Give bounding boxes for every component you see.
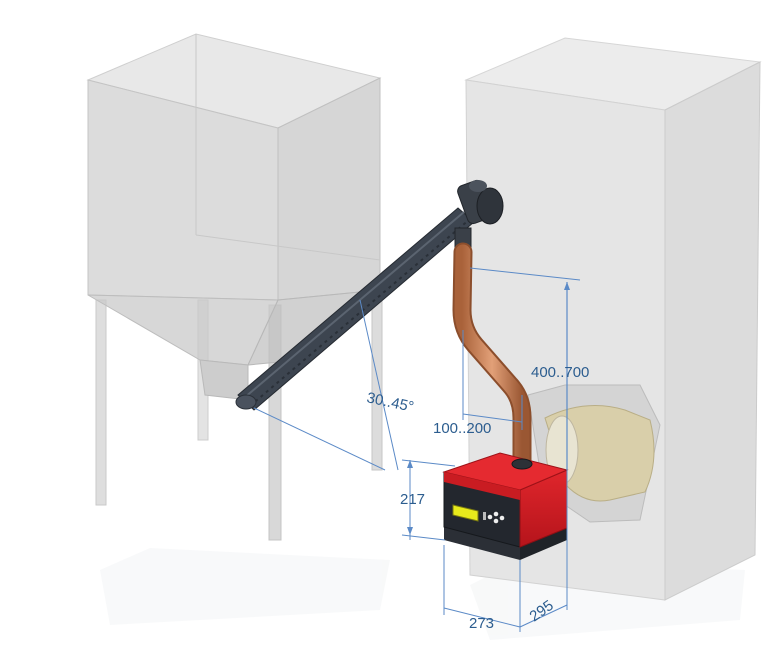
offset-label: 100..200 — [433, 420, 491, 437]
flex-pipe — [452, 242, 532, 472]
boiler-right-face — [664, 61, 761, 601]
control-button — [487, 514, 493, 520]
boiler — [464, 37, 762, 601]
auger-inlet — [235, 394, 257, 410]
silo-leg — [95, 299, 107, 506]
unit-height-label: 217 — [400, 491, 425, 508]
pipe-socket — [511, 458, 533, 470]
burner-base-front — [444, 527, 520, 560]
pellet-burner-unit — [442, 452, 569, 560]
auger-conveyor — [235, 179, 504, 411]
dimension-lines — [253, 267, 581, 632]
burner-height-label: 400..700 — [531, 364, 589, 381]
burner-base-side — [520, 528, 567, 560]
control-button — [499, 515, 505, 521]
silo-leg — [371, 294, 383, 471]
auger-motor-cap — [476, 187, 504, 225]
control-button — [493, 511, 499, 517]
pellet-silo — [86, 33, 383, 541]
control-button — [493, 518, 499, 524]
silo-hopper-left — [87, 294, 279, 366]
display-screen — [452, 504, 479, 522]
unit-width-label: 273 — [469, 615, 494, 632]
